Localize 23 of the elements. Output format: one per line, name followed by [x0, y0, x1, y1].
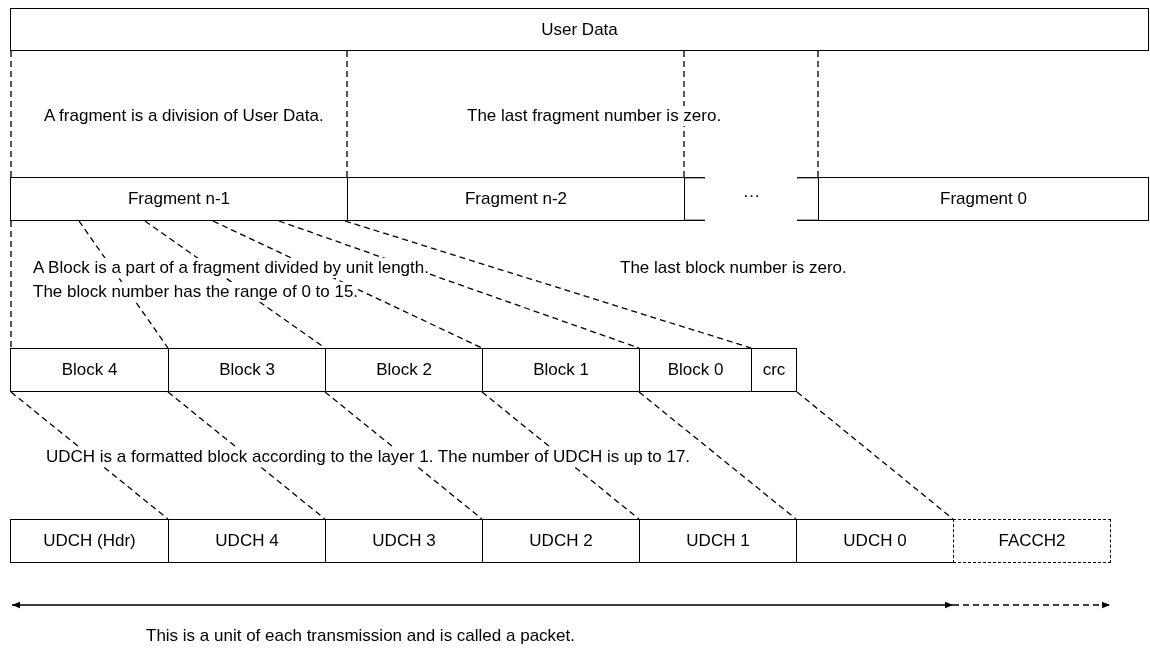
crc-box: crc: [751, 348, 797, 392]
note-text: The block number has the range of 0 to 15.: [33, 282, 359, 302]
block-box: Block 0: [639, 348, 752, 392]
caption-text: This is a unit of each transmission and is called a packet.: [146, 626, 575, 646]
block-box: Block 3: [168, 348, 326, 392]
note-text: UDCH is a formatted block according to the layer 1. The number of UDCH is up to 17.: [46, 447, 691, 467]
note-text: A Block is a part of a fragment divided by unit length.: [33, 258, 429, 278]
data-box: User Data: [10, 8, 1149, 51]
channel-box: UDCH 0: [796, 519, 954, 563]
fragment-box: Fragment n-1: [10, 177, 348, 221]
block-box: Block 2: [325, 348, 483, 392]
channel-box: UDCH 1: [639, 519, 797, 563]
fragment-box: Fragment n-2: [347, 177, 685, 221]
channel-box: UDCH 2: [482, 519, 640, 563]
channel-box: FACCH2: [953, 519, 1111, 563]
note-text: The last fragment number is zero.: [467, 106, 722, 126]
block-box: Block 1: [482, 348, 640, 392]
fragment-box: Fragment 0: [818, 177, 1149, 221]
block-box: Block 4: [10, 348, 169, 392]
channel-box: UDCH 4: [168, 519, 326, 563]
note-text: A fragment is a division of User Data.: [44, 106, 324, 126]
channel-box: UDCH (Hdr): [10, 519, 169, 563]
channel-box: UDCH 3: [325, 519, 483, 563]
